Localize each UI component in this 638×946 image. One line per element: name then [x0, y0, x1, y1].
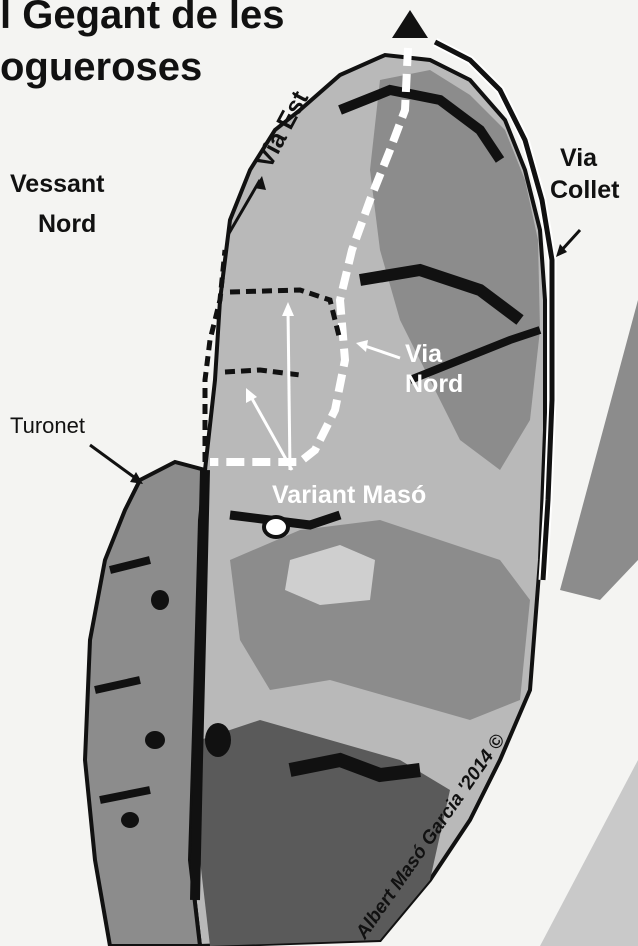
title-line-1: l Gegant de les	[0, 0, 285, 37]
hole	[145, 731, 165, 749]
hole	[151, 590, 169, 610]
hole	[264, 517, 288, 537]
turonet-arrow	[90, 445, 138, 480]
variant-maso-arrow	[288, 310, 290, 470]
label-vessant-line-1: Vessant	[10, 170, 105, 198]
label-turonet: Turonet	[10, 413, 85, 438]
right-ridge	[560, 300, 638, 600]
label-via-nord-line-2: Nord	[405, 370, 463, 398]
hole	[121, 812, 139, 828]
rock-turonet	[85, 462, 205, 946]
label-variant-maso: Variant Masó	[272, 481, 426, 509]
label-via-collet-line-1: Via	[560, 144, 598, 172]
label-vessant-line-2: Nord	[38, 210, 96, 238]
summit-triangle-icon	[392, 10, 428, 38]
title-line-2: ogueroses	[0, 45, 202, 89]
label-via-nord-line-1: Via	[405, 340, 443, 368]
ground-slope	[540, 760, 638, 946]
hole	[205, 723, 231, 757]
label-via-collet-line-2: Collet	[550, 176, 620, 204]
